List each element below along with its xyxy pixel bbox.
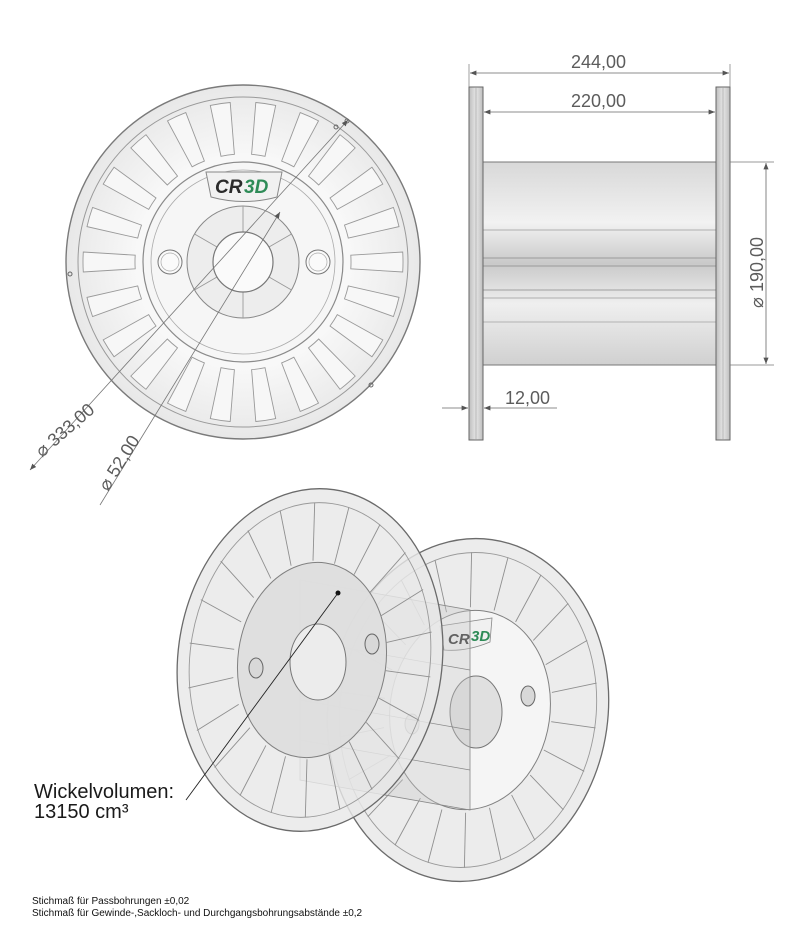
flange-window xyxy=(82,251,136,273)
outer-diameter-leader xyxy=(29,119,349,471)
flange-rib xyxy=(551,682,597,693)
flange-rib xyxy=(200,599,242,623)
flange-rib xyxy=(434,559,447,613)
flange-rib xyxy=(365,722,400,760)
bore-diameter-leader xyxy=(99,211,281,506)
overall-width-label: 244,00 xyxy=(571,52,626,72)
core-diameter-label: 190,00 xyxy=(747,237,767,292)
flange-rib xyxy=(304,759,308,818)
flange-rib xyxy=(247,530,272,579)
bore-diameter-label: 52,00 xyxy=(103,432,144,481)
flange-rib xyxy=(378,697,420,721)
flange-rib xyxy=(367,779,404,818)
tolerance-note-2: Stichmaß für Gewinde-,Sackloch- und Durc… xyxy=(32,908,363,919)
isometric-view: CR 3D xyxy=(176,488,610,883)
winding-volume-value: 13150 cm³ xyxy=(34,801,129,823)
flange-thickness-label: 12,00 xyxy=(505,388,550,408)
flange-rib xyxy=(515,574,542,623)
flange-rib xyxy=(334,507,350,564)
flange-rib xyxy=(381,589,424,616)
rear-mount-hole xyxy=(520,685,536,707)
flange-rib xyxy=(529,774,564,811)
flange-rib xyxy=(545,640,588,665)
flange-rib xyxy=(463,812,467,868)
rear-logo-3d: 3D xyxy=(471,628,490,645)
front-flange-ribs xyxy=(188,502,432,818)
flange-rib xyxy=(214,727,251,768)
small-hole xyxy=(368,382,374,388)
flange-rib xyxy=(348,741,373,790)
front-mount-hole xyxy=(248,657,264,679)
flange-rib xyxy=(532,602,569,641)
winding-volume-annotation: Wickelvolumen: 13150 cm³ xyxy=(34,782,174,822)
flange-rib xyxy=(270,756,286,813)
logo-text-cr: CR xyxy=(215,177,243,198)
core-diameter-symbol: ⌀ xyxy=(747,297,767,308)
front-bore xyxy=(289,623,347,701)
volume-leader xyxy=(185,592,339,801)
rear-bore xyxy=(449,675,503,749)
flange-rib xyxy=(196,704,239,731)
flange-rib xyxy=(385,670,431,678)
flange-rib xyxy=(353,524,381,575)
flange-rib xyxy=(386,631,432,643)
flange-rib xyxy=(511,794,536,841)
mount-hole-right xyxy=(305,249,331,275)
flange-rib xyxy=(469,552,473,608)
winding-volume-label: Wickelvolumen: xyxy=(34,781,175,803)
logo-text-3d: 3D xyxy=(244,177,269,198)
flange-rib xyxy=(489,807,502,861)
flange-rib xyxy=(239,745,267,796)
flange-window xyxy=(350,251,404,273)
outer-diameter-label: 333,00 xyxy=(44,399,99,450)
rear-logo-cr: CR xyxy=(448,631,470,648)
front-view: CR 3D ⌀ 333,00 ⌀ 52,00 xyxy=(29,84,421,506)
flange-rib xyxy=(427,809,443,863)
flange-rib xyxy=(543,749,585,772)
flange-rib xyxy=(189,642,235,650)
mount-hole-left xyxy=(157,249,183,275)
flange-rib xyxy=(312,502,316,561)
rear-logo-plate xyxy=(439,617,493,651)
flange-rib xyxy=(188,677,234,689)
inner-width-label: 220,00 xyxy=(571,91,626,111)
bore-hole xyxy=(212,231,274,293)
flange-rib xyxy=(394,797,421,846)
front-mount-hole xyxy=(364,633,380,655)
flange-rib xyxy=(279,510,292,566)
flange-rib xyxy=(551,721,596,729)
flange-rib xyxy=(220,560,255,598)
tolerance-note-1: Stichmaß für Passbohrungen ±0,02 xyxy=(32,896,190,907)
side-view: 244,00 220,00 ⌀ 190,00 12,00 xyxy=(442,52,774,441)
flange-rib xyxy=(369,552,406,593)
flange-rib xyxy=(328,754,341,810)
flange-rib xyxy=(493,557,509,611)
spool-core xyxy=(482,161,717,366)
